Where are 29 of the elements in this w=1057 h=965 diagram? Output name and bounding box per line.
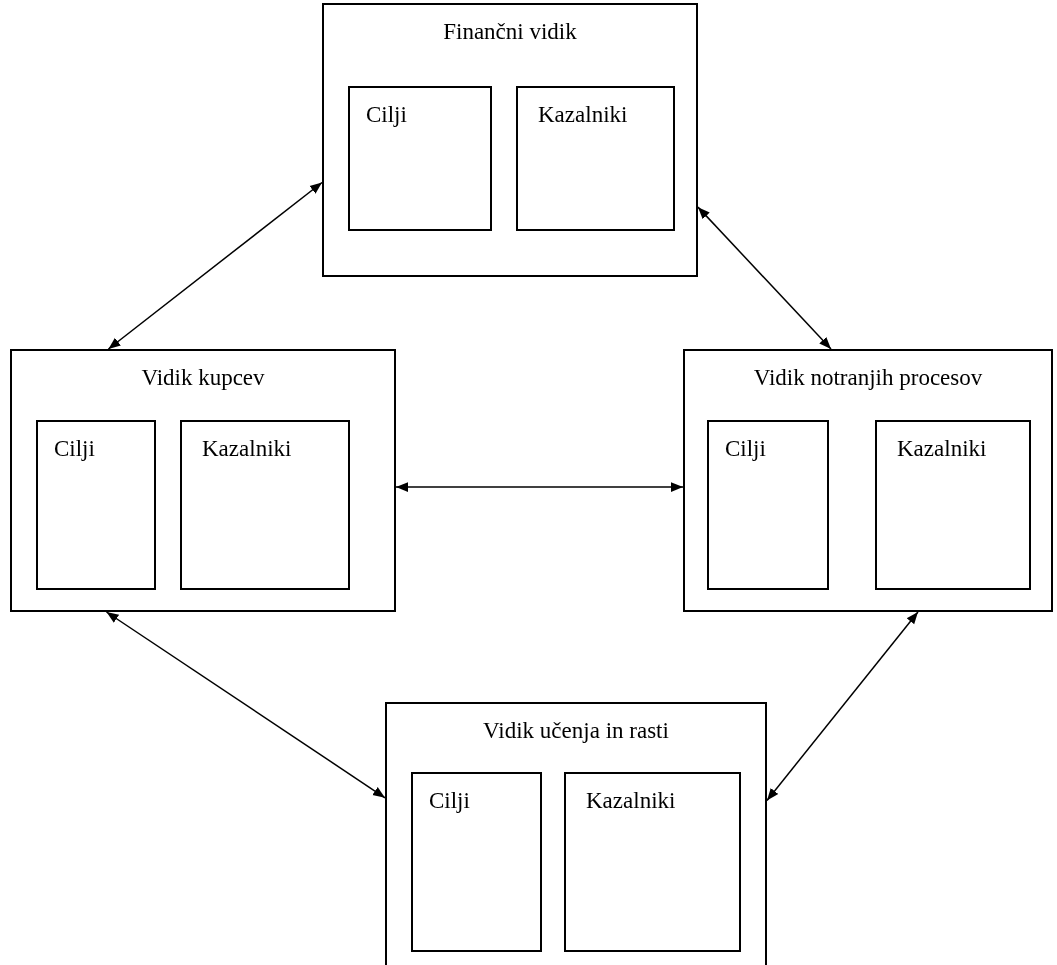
sub-box bbox=[564, 772, 741, 952]
sub-box bbox=[348, 86, 492, 231]
double-arrow bbox=[766, 611, 919, 802]
box-label: Cilji bbox=[366, 102, 407, 128]
box-label: Kazalniki bbox=[538, 102, 628, 128]
sub-box bbox=[411, 772, 542, 952]
perspective-box bbox=[683, 349, 1053, 612]
sub-box bbox=[180, 420, 350, 590]
double-arrow bbox=[107, 181, 323, 350]
box-label: Cilji bbox=[725, 436, 766, 462]
box-label: Cilji bbox=[54, 436, 95, 462]
box-label: Kazalniki bbox=[202, 436, 292, 462]
double-arrow bbox=[697, 206, 832, 350]
sub-box bbox=[707, 420, 829, 590]
box-label: Kazalniki bbox=[586, 788, 676, 814]
perspective-box bbox=[322, 3, 698, 277]
sub-box bbox=[875, 420, 1031, 590]
double-arrow bbox=[395, 482, 684, 492]
sub-box bbox=[36, 420, 156, 590]
double-arrow bbox=[105, 611, 386, 799]
sub-box bbox=[516, 86, 675, 231]
perspective-title: Vidik notranjih procesov bbox=[752, 365, 984, 391]
perspective-title: Finančni vidik bbox=[442, 19, 578, 45]
perspective-box bbox=[385, 702, 767, 965]
box-label: Kazalniki bbox=[897, 436, 987, 462]
perspective-title: Vidik kupcev bbox=[140, 365, 266, 391]
box-label: Cilji bbox=[429, 788, 470, 814]
perspective-box bbox=[10, 349, 396, 612]
perspective-title: Vidik učenja in rasti bbox=[482, 718, 670, 744]
